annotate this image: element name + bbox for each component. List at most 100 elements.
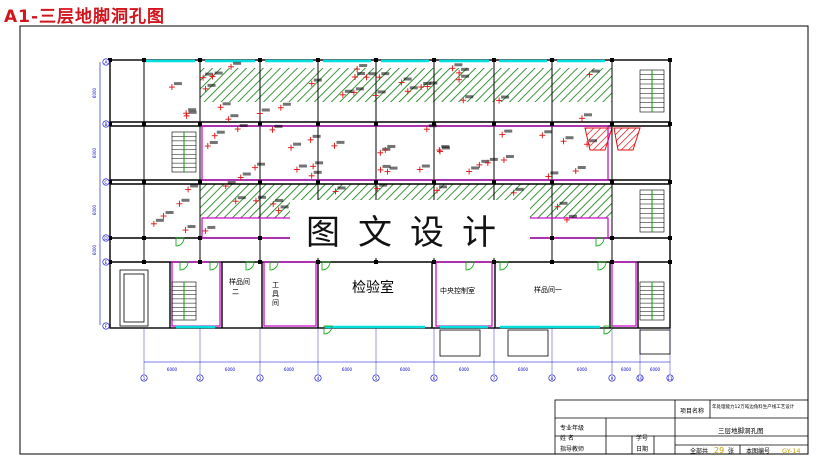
hole-dim-tag — [504, 129, 513, 133]
column-square — [668, 180, 672, 184]
hole-dim-tag — [544, 130, 553, 134]
hole-dim-tag — [155, 218, 164, 222]
room-label-lab: 检验室 — [352, 279, 394, 296]
hole-dim-tag — [403, 77, 412, 81]
axis-circle — [608, 374, 616, 382]
door-arc — [269, 261, 279, 271]
dimension-text: 6000 — [459, 367, 470, 372]
pits — [119, 269, 671, 357]
hole-dim-tag — [465, 95, 474, 99]
tank-mark — [613, 127, 641, 151]
door-arc — [499, 261, 509, 271]
hole-dim-tag — [188, 108, 197, 112]
hole-dim-tag — [313, 78, 322, 82]
dimension-text: 6000 — [92, 244, 97, 255]
tb-date-label: 日期 — [636, 445, 648, 453]
column-square — [316, 180, 320, 184]
hole-dim-tag — [233, 61, 242, 65]
column-square — [668, 236, 672, 240]
dimension-lines — [99, 62, 670, 363]
hole-dim-tag — [389, 166, 398, 170]
hole-dim-tag — [188, 110, 197, 114]
axis-circle — [196, 374, 204, 382]
hole-dim-tag — [227, 181, 236, 185]
hole-dim-tag — [583, 113, 592, 117]
hole-dim-tag — [239, 124, 248, 128]
axis-number: 9 — [611, 376, 614, 381]
door-arcs — [175, 237, 613, 335]
hole-dim-tag — [382, 164, 391, 168]
column-square — [108, 180, 112, 184]
room-label-control: 中央控制室 — [440, 286, 475, 295]
axis-number: 1 — [143, 376, 146, 381]
door-arc — [595, 237, 605, 247]
column-square — [198, 180, 202, 184]
hole-dim-tag — [559, 201, 568, 205]
room-label-sample2-num: 二 — [232, 288, 239, 296]
column-square — [610, 180, 614, 184]
hole-dim-tag — [237, 196, 246, 200]
axis-circle — [102, 178, 110, 186]
dimension-text: 6000 — [400, 367, 411, 372]
hole-dim-tag — [280, 205, 289, 209]
door-arc — [597, 261, 607, 271]
axis-number: 2 — [199, 376, 202, 381]
hole-dim-tag — [589, 139, 598, 143]
axis-letter: B — [104, 122, 107, 128]
column-square — [492, 122, 496, 126]
column-square — [610, 58, 614, 62]
hole-dim-tag — [505, 155, 514, 159]
hole-dim-tag — [359, 64, 368, 68]
door-arc — [179, 261, 189, 271]
column-square — [374, 122, 378, 126]
hatch-zone-top — [200, 68, 612, 102]
room-label-sample2: 样品间 — [229, 277, 250, 286]
dimension-text: 6000 — [92, 147, 97, 158]
hole-dim-tag — [336, 140, 345, 144]
hole-dim-tag — [261, 108, 270, 112]
room-label-tool: 工 — [272, 281, 279, 289]
column-square — [610, 236, 614, 240]
hole-dim-tag — [187, 225, 196, 229]
hole-dim-tag — [293, 142, 302, 146]
column-square — [142, 260, 146, 264]
hole-dim-tag — [368, 72, 377, 76]
room-label-sample: 样品间一 — [534, 285, 562, 294]
axis-circle — [666, 374, 674, 382]
axis-letter: A — [104, 60, 108, 66]
axis-circle — [102, 322, 110, 330]
hole-dim-tag — [381, 72, 390, 76]
hole-dim-tag — [429, 81, 438, 85]
hole-dim-tag — [173, 82, 182, 86]
column-square — [374, 58, 378, 62]
column-square — [668, 58, 672, 62]
axis-number: 10 — [637, 376, 643, 381]
hole-dim-tag — [337, 186, 346, 190]
dimension-text: 6000 — [621, 367, 632, 372]
room-label-tool: 具 — [272, 290, 279, 298]
watermark-box: 图文设计 — [290, 200, 530, 258]
windows — [145, 59, 605, 329]
axis-circle — [102, 58, 110, 66]
column-square — [492, 58, 496, 62]
tb-total-label: 全部共 — [690, 447, 708, 455]
column-square — [142, 122, 146, 126]
dimension-text: 6000 — [284, 367, 295, 372]
hole-dim-tag — [257, 162, 266, 166]
hole-dim-tag — [441, 146, 450, 150]
tb-sheet-no-value: GY-14 — [782, 447, 801, 455]
column-square — [258, 122, 262, 126]
tb-sheet-unit: 张 — [728, 447, 734, 455]
hole-dim-tag — [209, 140, 218, 144]
column-square — [668, 260, 672, 264]
column-square — [142, 58, 146, 62]
hole-dim-tag — [165, 211, 174, 215]
column-square — [142, 180, 146, 184]
tb-student-no-label: 学号 — [636, 434, 648, 442]
hole-dim-tag — [501, 95, 510, 99]
door-arc — [323, 325, 333, 335]
hole-dim-tag — [382, 147, 391, 151]
hole-dim-tag — [409, 86, 418, 90]
